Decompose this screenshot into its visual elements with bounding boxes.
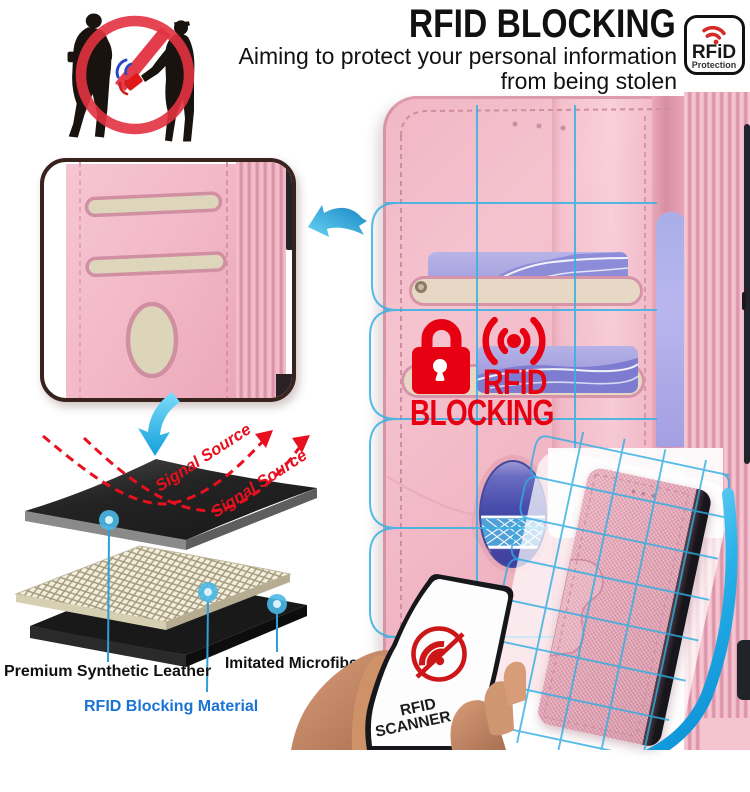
svg-text:Protection: Protection: [692, 60, 737, 70]
svg-text:RFiD: RFiD: [692, 42, 736, 63]
